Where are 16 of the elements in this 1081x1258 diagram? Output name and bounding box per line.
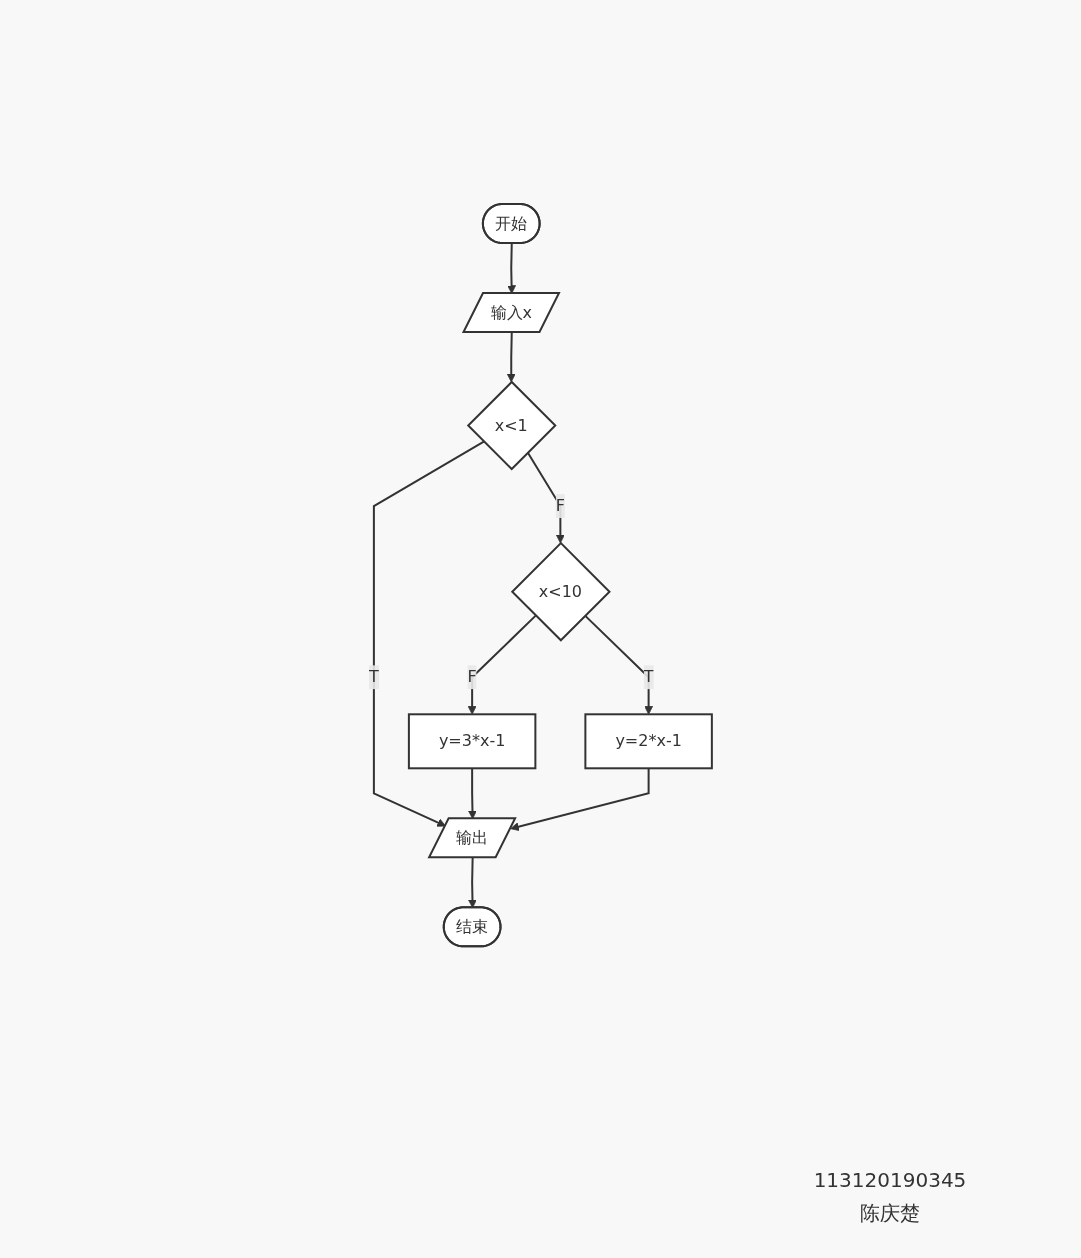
node-diamond: x<10 [510, 541, 611, 642]
node-box: y=2*x-1 [584, 713, 713, 770]
edge-label: T [643, 667, 654, 687]
arrow [506, 331, 516, 383]
note-text: 陈庆楚 [859, 1200, 921, 1227]
node-box: y=3*x-1 [407, 713, 537, 770]
arrow [372, 440, 485, 827]
note-text: 113120190345 [812, 1168, 968, 1192]
edge-label: F [555, 495, 566, 515]
arrow [584, 614, 654, 715]
arrow [526, 451, 565, 544]
edge-label: F [467, 667, 477, 687]
arrow [467, 614, 537, 715]
node-diamond: x<1 [466, 380, 557, 471]
arrow [510, 767, 650, 831]
edge-label: T [369, 667, 379, 687]
